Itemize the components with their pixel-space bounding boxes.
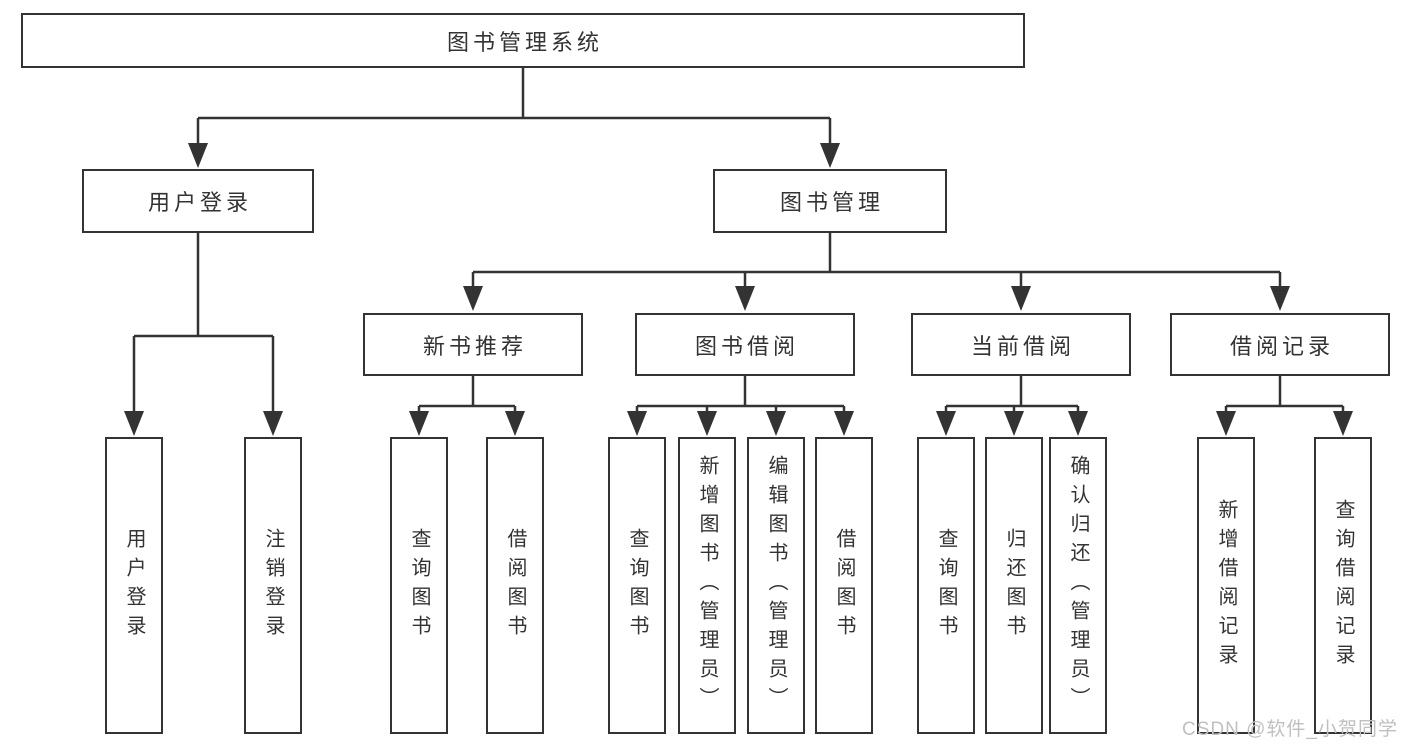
leaf-return-book: 归还图书 (985, 437, 1043, 734)
arrowhead (1004, 411, 1024, 436)
leaf-add-borrow-record-label: 新增借阅记录 (1215, 498, 1237, 673)
arrowhead (409, 411, 429, 436)
leaf-borrow-books-borrowing: 借阅图书 (815, 437, 873, 734)
leaf-edit-book-admin-label: 编辑图书（管理员） (765, 455, 787, 716)
leaf-query-borrow-record-label: 查询借阅记录 (1332, 498, 1354, 673)
leaf-add-borrow-record: 新增借阅记录 (1197, 437, 1255, 734)
connector-book-management (471, 233, 1282, 289)
leaf-borrow-books-borrowing-label: 借阅图书 (833, 527, 855, 644)
node-root-label: 图书管理系统 (446, 29, 603, 55)
arrowhead (834, 411, 854, 436)
leaf-logout-login: 注销登录 (244, 437, 302, 734)
leaf-user-login-label: 用户登录 (123, 527, 145, 644)
arrowhead (820, 143, 840, 168)
connector-borrowing (635, 376, 846, 413)
arrowhead (627, 411, 647, 436)
leaf-edit-book-admin: 编辑图书（管理员） (747, 437, 805, 734)
node-book-borrowing-label: 图书借阅 (694, 333, 799, 359)
arrowhead (1011, 286, 1031, 311)
arrowhead (1270, 286, 1290, 311)
node-user-login: 用户登录 (82, 169, 314, 233)
leaf-query-books-recommend-label: 查询图书 (408, 527, 430, 644)
node-current-borrowing-label: 当前借阅 (970, 333, 1075, 359)
connector-current (944, 376, 1080, 413)
leaf-borrow-books-recommend: 借阅图书 (486, 437, 544, 734)
node-book-borrowing: 图书借阅 (635, 313, 855, 376)
connector-user-login (132, 233, 275, 413)
leaf-query-books-current-label: 查询图书 (935, 527, 957, 644)
leaf-query-books-current: 查询图书 (917, 437, 975, 734)
node-user-login-label: 用户登录 (147, 190, 252, 215)
watermark: CSDN @软件_小贺同学 (1182, 719, 1398, 740)
leaf-query-books-recommend: 查询图书 (390, 437, 448, 734)
arrowhead (463, 286, 483, 311)
arrowhead (124, 411, 144, 436)
leaf-logout-login-label: 注销登录 (262, 527, 284, 644)
node-new-book-recommend: 新书推荐 (363, 313, 583, 376)
connector-new-book (417, 376, 517, 413)
leaf-confirm-return-admin: 确认归还（管理员） (1049, 437, 1107, 734)
leaf-query-books-borrowing-label: 查询图书 (626, 527, 648, 644)
leaf-user-login: 用户登录 (105, 437, 163, 734)
connector-root (196, 68, 832, 146)
connector-records (1224, 376, 1345, 413)
node-borrow-records: 借阅记录 (1170, 313, 1390, 376)
node-borrow-records-label: 借阅记录 (1229, 333, 1334, 359)
arrowhead (263, 411, 283, 436)
node-book-management-label: 图书管理 (779, 190, 884, 215)
node-book-management: 图书管理 (713, 169, 947, 233)
leaf-confirm-return-admin-label: 确认归还（管理员） (1067, 455, 1089, 716)
leaf-return-book-label: 归还图书 (1003, 527, 1025, 644)
arrowhead (1333, 411, 1353, 436)
leaf-borrow-books-recommend-label: 借阅图书 (504, 527, 526, 644)
arrowhead (505, 411, 525, 436)
leaf-query-borrow-record: 查询借阅记录 (1314, 437, 1372, 734)
leaf-query-books-borrowing: 查询图书 (608, 437, 666, 734)
arrowhead (936, 411, 956, 436)
leaf-add-book-admin-label: 新增图书（管理员） (696, 455, 718, 716)
node-current-borrowing: 当前借阅 (911, 313, 1131, 376)
arrowhead (766, 411, 786, 436)
arrowhead (697, 411, 717, 436)
arrowhead (1068, 411, 1088, 436)
leaf-add-book-admin: 新增图书（管理员） (678, 437, 736, 734)
arrowhead (188, 143, 208, 168)
arrowhead (1216, 411, 1236, 436)
node-root: 图书管理系统 (21, 13, 1025, 68)
node-new-book-recommend-label: 新书推荐 (422, 333, 527, 359)
arrowhead (735, 286, 755, 311)
